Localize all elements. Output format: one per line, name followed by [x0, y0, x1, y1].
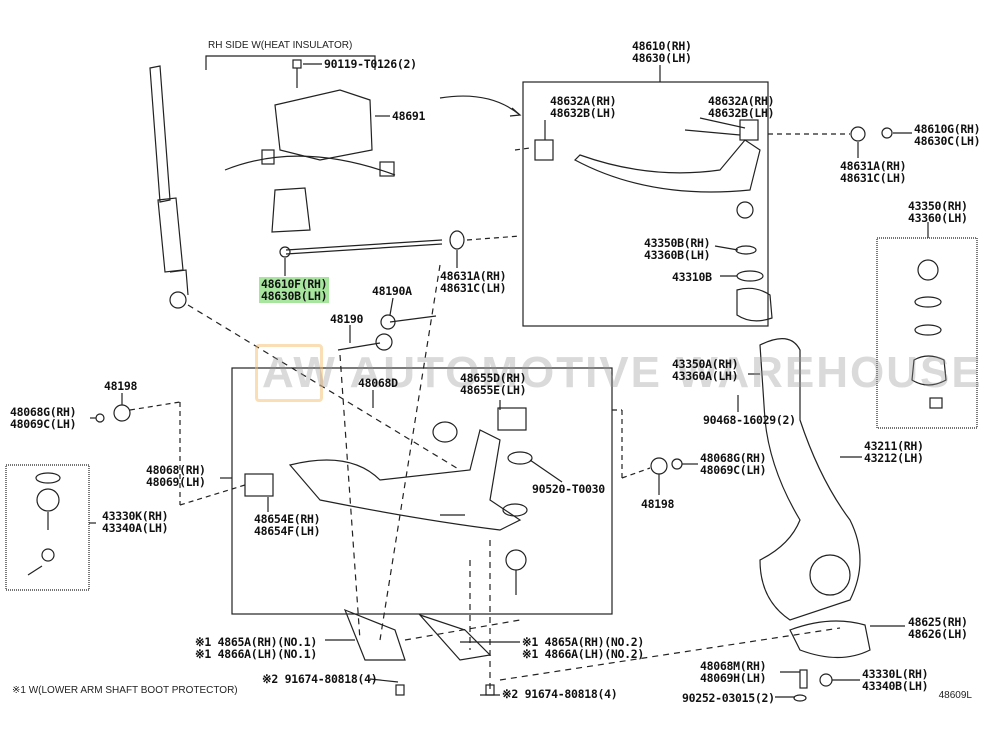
- part-label-48632a-left[interactable]: 48632A(RH)48632B(LH): [550, 94, 617, 120]
- part-label-48632a-right[interactable]: 48632A(RH)48632B(LH): [708, 94, 775, 120]
- part-label-48610[interactable]: 48610(RH)48630(LH): [632, 39, 692, 65]
- lower-control-arm: [288, 429, 522, 531]
- part-label-43310b[interactable]: 43310B: [672, 270, 712, 284]
- part-label-48190[interactable]: 48190: [330, 312, 364, 326]
- heat-insulator-note: RH SIDE W(HEAT INSULATOR): [208, 40, 353, 51]
- footnote: ※1 W(LOWER ARM SHAFT BOOT PROTECTOR): [12, 685, 238, 696]
- bump-stopper: [271, 187, 311, 233]
- part-label-48610g[interactable]: 48610G(RH)48630C(LH): [914, 122, 981, 148]
- part-label-90468-16029[interactable]: 90468-16029(2): [703, 413, 796, 427]
- part-label-48631a-center[interactable]: 48631A(RH)48631C(LH): [440, 269, 507, 295]
- part-label-43330k[interactable]: 43330K(RH)43340A(LH): [102, 509, 169, 535]
- upper-arm-bolt: [285, 239, 443, 251]
- ball-joint-kit-box: [876, 237, 978, 429]
- part-label-48655d[interactable]: 48655D(RH)48655E(LH): [460, 371, 527, 397]
- watermark-badge: [255, 344, 323, 402]
- lower-bushing: [244, 473, 274, 497]
- part-label-48198-right[interactable]: 48198: [641, 497, 675, 511]
- knuckle-arm: [789, 620, 871, 659]
- lower-arm-box: [231, 367, 613, 615]
- part-label-90520-t0030[interactable]: 90520-T0030: [532, 482, 605, 496]
- part-label-43350b[interactable]: 43350B(RH)43360B(LH): [644, 236, 711, 262]
- part-label-4865a-no1[interactable]: ※1 4865A(RH)(NO.1)※1 4866A(LH)(NO.1): [195, 635, 317, 661]
- part-label-48068d[interactable]: 48068D: [358, 376, 398, 390]
- part-label-43350a[interactable]: 43350A(RH)43360A(LH): [672, 357, 739, 383]
- upper-ball-joint: [736, 201, 754, 219]
- part-label-48068g-right[interactable]: 48068G(RH)48069C(LH): [700, 451, 767, 477]
- part-label-90252-03015[interactable]: 90252-03015(2): [682, 691, 775, 705]
- diagram-code: 48609L: [938, 690, 972, 701]
- part-label-48691[interactable]: 48691: [392, 109, 426, 123]
- part-label-43211[interactable]: 43211(RH)43212(LH): [864, 439, 924, 465]
- part-label-48068[interactable]: 48068(RH)48069(LH): [146, 463, 206, 489]
- upper-arm-box: [522, 81, 769, 327]
- part-label-48068m[interactable]: 48068M(RH)48069H(LH): [700, 659, 767, 685]
- part-label-48625[interactable]: 48625(RH)48626(LH): [908, 615, 968, 641]
- watermark: AW AUTOMOTIVE WAREHOUSE: [262, 348, 983, 397]
- heat-insulator: [274, 89, 373, 161]
- part-label-48198-left[interactable]: 48198: [104, 379, 138, 393]
- boot-protector-no1: [343, 608, 406, 661]
- part-label-43350[interactable]: 43350(RH)43360(LH): [908, 199, 968, 225]
- part-label-48610f-highlighted[interactable]: 48610F(RH)48630B(LH): [259, 277, 330, 303]
- part-label-43330l[interactable]: 43330L(RH)43340B(LH): [862, 667, 929, 693]
- shock-absorber: [149, 65, 189, 309]
- part-label-91674-left[interactable]: ※2 91674-80818(4): [262, 672, 378, 686]
- bushing: [534, 139, 554, 161]
- part-label-48068g-left[interactable]: 48068G(RH)48069C(LH): [10, 405, 77, 431]
- part-label-91674-right[interactable]: ※2 91674-80818(4): [502, 687, 618, 701]
- part-label-48631a-right[interactable]: 48631A(RH)48631C(LH): [840, 159, 907, 185]
- boot-protector-no2: [418, 613, 492, 661]
- upper-control-arm: [574, 139, 761, 193]
- part-label-48190a[interactable]: 48190A: [372, 284, 412, 298]
- steering-knuckle: [759, 338, 861, 621]
- part-label-90119-t0126[interactable]: 90119-T0126(2): [324, 57, 417, 71]
- washer: [449, 230, 465, 250]
- lower-ball-joint: [505, 549, 527, 571]
- part-label-4865a-no2[interactable]: ※1 4865A(RH)(NO.2)※1 4866A(LH)(NO.2): [522, 635, 644, 661]
- insulator-bracket: [205, 55, 376, 70]
- part-label-48654e[interactable]: 48654E(RH)48654F(LH): [254, 512, 321, 538]
